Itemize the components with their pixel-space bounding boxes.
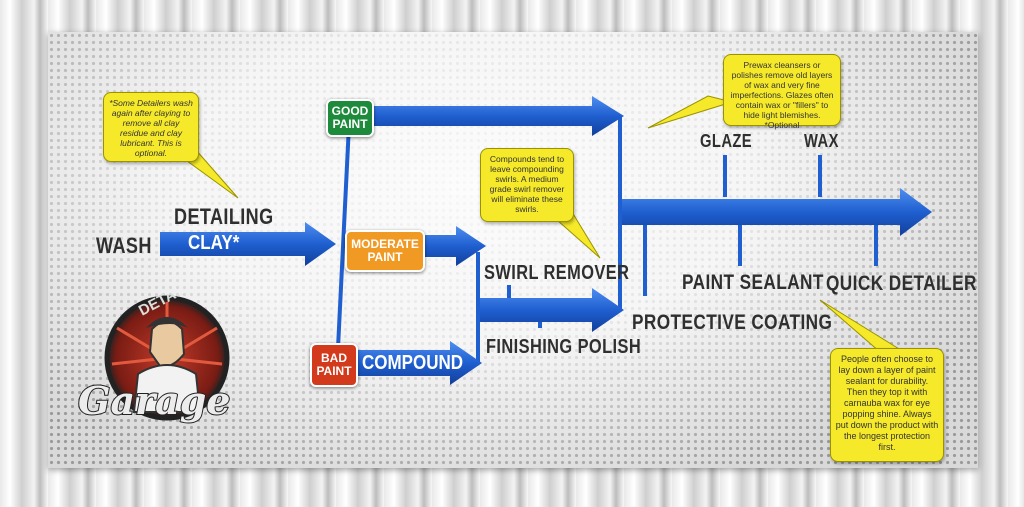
logo-garage-text: Garage xyxy=(78,378,230,423)
prewax-note-tail xyxy=(648,96,732,128)
sealant-note-tail xyxy=(820,300,904,352)
bubble-compound-note: Compounds tend to leave compounding swir… xyxy=(480,148,574,222)
bubble-wash-note: *Some Detailers wash again after claying… xyxy=(103,92,199,162)
detail-garage-logo: DETAIL Garage xyxy=(72,294,242,434)
bubble-prewax-note: Prewax cleansers or polishes remove old … xyxy=(723,54,841,126)
bubble-sealant-note: People often choose to lay down a layer … xyxy=(830,348,944,462)
